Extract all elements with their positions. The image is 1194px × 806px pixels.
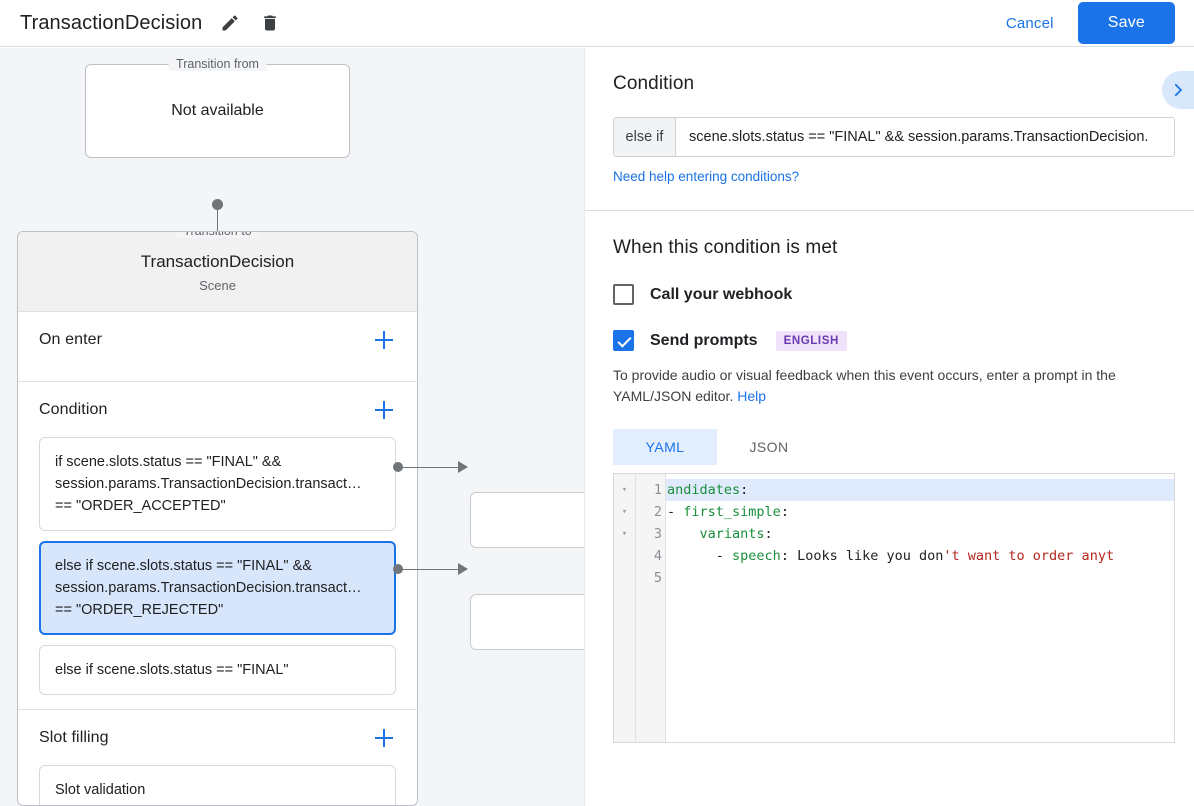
scene-section-title: Slot filling: [39, 728, 109, 746]
call-webhook-label: Call your webhook: [650, 285, 793, 303]
tab-json[interactable]: JSON: [749, 439, 789, 455]
fold-arrow-icon[interactable]: [614, 567, 635, 589]
send-prompts-row[interactable]: Send prompts ENGLISH: [613, 330, 1166, 351]
tab-yaml[interactable]: YAML: [613, 429, 717, 465]
scene-graph-canvas[interactable]: Transition from Not available Transition…: [0, 48, 584, 806]
code-token: speech: [732, 548, 781, 564]
chevron-right-icon[interactable]: [1162, 71, 1194, 109]
transition-from-card[interactable]: Transition from Not available: [85, 57, 350, 158]
code-token: -: [667, 504, 684, 520]
call-webhook-checkbox[interactable]: [613, 284, 634, 305]
page-title: TransactionDecision: [20, 11, 203, 34]
panel-body: When this condition is met Call your web…: [585, 211, 1194, 743]
code-token: :: [764, 526, 773, 542]
code-token: variants: [699, 526, 765, 542]
editor-fold-gutter[interactable]: ▾ ▾ ▾: [614, 474, 636, 742]
scene-header: TransactionDecision Scene: [18, 232, 417, 312]
transition-from-legend: Transition from: [168, 57, 267, 71]
prompt-description-text: To provide audio or visual feedback when…: [613, 367, 1116, 404]
panel-title: Condition: [613, 73, 695, 94]
editor-format-tabs: YAML JSON: [613, 429, 1166, 465]
condition-item-selected[interactable]: else if scene.slots.status == "FINAL" &&…: [39, 541, 396, 635]
code-token: :: [780, 548, 798, 564]
fold-arrow-icon[interactable]: [614, 545, 635, 567]
fold-arrow-icon[interactable]: ▾: [621, 507, 628, 517]
scene-section-header: Slot filling: [39, 710, 396, 765]
connector-dot: [212, 199, 223, 210]
transition-target-box[interactable]: [470, 594, 584, 650]
condition-out-arrow: [458, 563, 468, 575]
when-condition-met-title: When this condition is met: [613, 237, 838, 258]
code-line[interactable]: variants:: [666, 523, 1174, 545]
webhook-row[interactable]: Call your webhook: [613, 284, 1166, 305]
condition-item[interactable]: Slot validation: [39, 765, 396, 805]
line-number: 4: [653, 548, 662, 564]
code-line[interactable]: - speech: Looks like you don't want to o…: [666, 545, 1174, 567]
prompt-description: To provide audio or visual feedback when…: [613, 365, 1166, 407]
condition-out-line: [398, 568, 460, 570]
condition-prefix-label: else if: [614, 118, 676, 156]
line-number: 3: [653, 526, 662, 542]
scene-section-title: On enter: [39, 330, 103, 348]
code-token: 't want to order anyt: [943, 548, 1115, 564]
fold-arrow-icon[interactable]: ▾: [621, 485, 628, 495]
send-prompts-checkbox[interactable]: [613, 330, 634, 351]
scene-kind: Scene: [199, 278, 236, 293]
code-line[interactable]: [666, 567, 1174, 589]
fold-arrow-icon[interactable]: ▾: [621, 529, 628, 539]
scene-section: Condition if scene.slots.status == "FINAL…: [18, 382, 417, 710]
code-token: :: [740, 482, 749, 498]
condition-input[interactable]: [676, 118, 1174, 156]
scene-name: TransactionDecision: [140, 252, 295, 271]
condition-out-line: [398, 466, 460, 468]
transition-to-legend: Transition to: [175, 232, 260, 238]
add-icon[interactable]: [372, 726, 396, 750]
code-token: Looks like you don: [797, 548, 944, 564]
pencil-icon[interactable]: [218, 11, 242, 35]
code-token: andidates: [667, 482, 741, 498]
scene-section: On enter: [18, 312, 417, 382]
canvas-inner: Transition from Not available Transition…: [0, 48, 584, 806]
condition-help-link[interactable]: Need help entering conditions?: [613, 169, 800, 184]
code-line[interactable]: - first_simple:: [666, 501, 1174, 523]
panel-header: Condition else if Need help entering con…: [585, 48, 1194, 211]
top-app-bar: TransactionDecision Cancel Save: [0, 0, 1194, 47]
line-number: 5: [653, 570, 662, 586]
condition-field-row[interactable]: else if: [613, 117, 1175, 157]
code-line[interactable]: andidates:: [666, 479, 1174, 501]
code-token: first_simple: [683, 504, 781, 520]
code-token: [667, 526, 700, 542]
condition-detail-panel: Condition else if Need help entering con…: [584, 48, 1194, 806]
editor-code-area[interactable]: andidates:- first_simple: variants: - sp…: [666, 474, 1174, 742]
cancel-button[interactable]: Cancel: [992, 7, 1068, 40]
condition-item[interactable]: if scene.slots.status == "FINAL" && sess…: [39, 437, 396, 531]
trash-icon[interactable]: [258, 11, 282, 35]
condition-out-arrow: [458, 461, 468, 473]
scene-section-header: Condition: [39, 382, 396, 437]
transition-target-box[interactable]: [470, 492, 584, 548]
scene-section-title: Condition: [39, 400, 108, 418]
code-token: -: [667, 548, 733, 564]
line-number: 1: [653, 482, 662, 498]
line-number: 2: [653, 504, 662, 520]
language-badge: ENGLISH: [775, 330, 847, 351]
transition-from-value: Not available: [171, 102, 264, 119]
add-icon[interactable]: [372, 398, 396, 422]
transition-to-card[interactable]: Transition to TransactionDecision Scene …: [17, 231, 418, 806]
save-button[interactable]: Save: [1077, 2, 1175, 44]
scene-section-header: On enter: [39, 312, 396, 367]
editor-line-numbers: 1 2 3 4 5: [636, 474, 666, 742]
add-icon[interactable]: [372, 328, 396, 352]
condition-item[interactable]: else if scene.slots.status == "FINAL": [39, 645, 396, 695]
code-token: :: [780, 504, 789, 520]
send-prompts-label: Send prompts: [650, 331, 758, 349]
prompt-help-link[interactable]: Help: [737, 388, 767, 404]
